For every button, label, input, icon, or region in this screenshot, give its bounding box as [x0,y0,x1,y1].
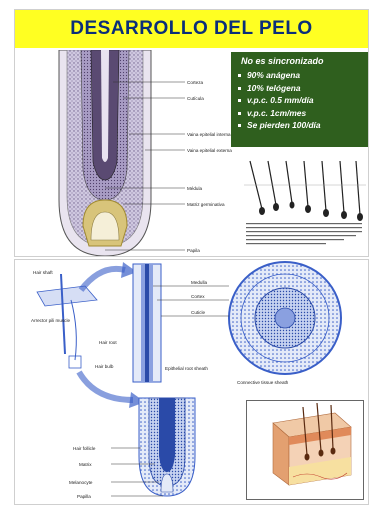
hair-cycle-illustration [240,155,368,253]
fact-item: v.p.c. 0.5 mm/día [247,94,321,107]
fact-item: Se pierden 100/día [247,119,321,132]
label-arrector: Arrector pili muscle [31,318,71,323]
facts-header: No es sincronizado [241,56,324,66]
label-vaina-externa: Vaina epitelial externa [187,148,232,153]
label-corteza: Corteza [187,80,204,85]
fact-item: 10% telógena [247,82,321,95]
slide-hair-anatomy: Hair shaft Arrector pili muscle Hair roo… [14,259,369,505]
slide-hair-development: DESARROLLO DEL PELO [14,9,369,257]
label-epithelial-sheath: Epithelial root sheath [165,366,208,371]
label-matriz: Matriz germinativa [187,202,225,207]
label-vaina-interna: Vaina epitelial interna [187,132,231,137]
label-cuticle: Cuticle [191,310,205,315]
label-medulla: Medulla [191,280,208,285]
skin-section-illustration [246,400,364,500]
fact-item: 90% anágena [247,69,321,82]
label-medula: Médula [187,186,203,191]
label-cuticula: Cutícula [187,96,204,101]
label-matrix: Matrix [79,462,92,467]
label-papilla: Papilla [77,494,91,499]
label-papila: Papila [187,248,200,253]
label-hair-shaft: Hair shaft [33,270,53,275]
label-hair-root: Hair root [99,340,117,345]
hair-follicle-illustration: Corteza Cutícula Vaina epitelial interna… [53,50,233,257]
title-bar: DESARROLLO DEL PELO [15,10,368,48]
fact-item: v.p.c. 1cm/mes [247,107,321,120]
label-hair-follicle: Hair follicle [73,446,96,451]
label-connective-sheath: Connective tissue sheath [237,380,289,385]
label-cortex: Cortex [191,294,205,299]
label-hair-bulb: Hair bulb [95,364,114,369]
facts-list: 90% anágena 10% telógena v.p.c. 0.5 mm/d… [235,69,321,132]
facts-panel: No es sincronizado 90% anágena 10% telóg… [231,52,368,147]
label-melanocyte: Melanocyte [69,480,93,485]
slide-title: DESARROLLO DEL PELO [70,18,312,40]
